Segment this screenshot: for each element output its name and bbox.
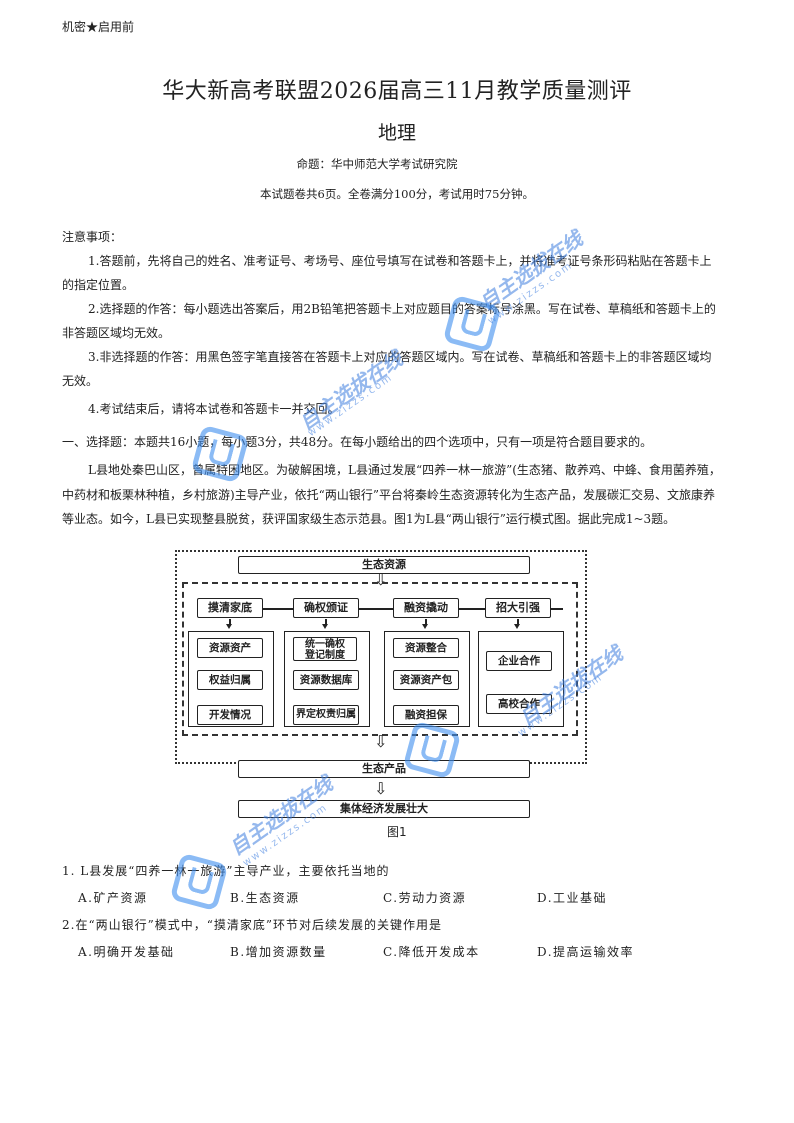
question-2-option-a: A.明确开发基础: [78, 945, 175, 959]
note-item: 2.选择题的作答：每小题选出答案后，用2B铅笔把答题卡上对应题目的答案标号涂黑。…: [62, 302, 716, 340]
item-resource-asset-package: 资源资产包: [393, 670, 459, 690]
step-header-2: 确权颁证: [293, 598, 359, 618]
question-2-option-b: B.增加资源数量: [230, 945, 327, 959]
inner-dashed-frame: [182, 582, 578, 736]
item-enterprise-cooperation: 企业合作: [486, 651, 552, 671]
section-heading: 一、选择题：本题共16小题，每小题3分，共48分。在每小题给出的四个选项中，只有…: [62, 435, 653, 449]
exam-info: 本试题卷共6页。全卷满分100分，考试用时75分钟。: [260, 187, 534, 201]
arrow-down-icon: [322, 619, 328, 629]
hollow-arrow-down-icon: ⇩: [374, 779, 388, 798]
passage-text: L县地处秦巴山区，曾属特困地区。为破解困境，L县通过发展“四养一林一旅游”(生态…: [62, 463, 721, 526]
confidential-label: 机密★启用前: [62, 20, 135, 34]
note-item: 4.考试结束后，请将本试卷和答题卡一并交回。: [88, 402, 340, 416]
question-1-option-a: A.矿产资源: [78, 891, 148, 905]
question-2-option-c: C.降低开发成本: [383, 945, 480, 959]
step-header-3: 融资撬动: [393, 598, 459, 618]
hollow-arrow-down-icon: ⇩: [374, 732, 388, 751]
question-1-stem: 1. L县发展“四养一林一旅游”主导产业，主要依托当地的: [62, 864, 390, 878]
arrow-down-icon: [226, 619, 232, 629]
question-2-option-d: D.提高运输效率: [537, 945, 635, 959]
item-resource-database: 资源数据库: [293, 670, 359, 690]
item-university-cooperation: 高校合作: [486, 694, 552, 714]
box-ecological-products: 生态产品: [238, 760, 530, 778]
step-header-1: 摸清家底: [197, 598, 263, 618]
step-header-4: 招大引强: [485, 598, 551, 618]
figure-1-diagram: 生态资源 ⇩ 摸清家底 确权颁证 融资撬动 招大引强 资源资产 权益归属 开发情…: [175, 550, 611, 839]
question-2-stem: 2.在“两山银行”模式中，“摸清家底”环节对后续发展的关键作用是: [62, 918, 442, 932]
item-development-status: 开发情况: [197, 705, 263, 725]
notes-section: 注意事项： 1.答题前，先将自己的姓名、准考证号、考场号、座位号填写在试卷和答题…: [62, 225, 722, 421]
note-item: 1.答题前，先将自己的姓名、准考证号、考场号、座位号填写在试卷和答题卡上，并将准…: [62, 254, 712, 292]
question-1-option-d: D.工业基础: [537, 891, 608, 905]
arrow-down-icon: [514, 619, 520, 629]
exam-title: 华大新高考联盟2026届高三11月教学质量测评: [162, 79, 632, 104]
item-resource-integration: 资源整合: [393, 638, 459, 658]
question-1-option-b: B.生态资源: [230, 891, 300, 905]
notes-heading: 注意事项：: [62, 230, 123, 244]
item-resource-assets: 资源资产: [197, 638, 263, 658]
item-define-responsibility: 界定权责归属: [293, 705, 359, 725]
author-text: 命题：华中师范大学考试研究院: [296, 157, 458, 171]
author-line: 命题：华中师范大学考试研究院: [0, 156, 794, 172]
item-line: 登记制度: [305, 650, 345, 661]
box-ecological-resources: 生态资源: [238, 556, 530, 574]
item-rights-ownership: 权益归属: [197, 670, 263, 690]
arrow-down-icon: [422, 619, 428, 629]
question-1-option-c: C.劳动力资源: [383, 891, 467, 905]
box-collective-economy: 集体经济发展壮大: [238, 800, 530, 818]
figure-caption: 图1: [387, 825, 407, 839]
item-unified-registration: 统一确权 登记制度: [293, 637, 357, 661]
subject-title: 地理: [377, 122, 416, 144]
item-line: 统一确权: [305, 639, 345, 650]
item-financing-guarantee: 融资担保: [393, 705, 459, 725]
note-item: 3.非选择题的作答：用黑色签字笔直接答在答题卡上对应的答题区域内。写在试卷、草稿…: [62, 350, 712, 388]
